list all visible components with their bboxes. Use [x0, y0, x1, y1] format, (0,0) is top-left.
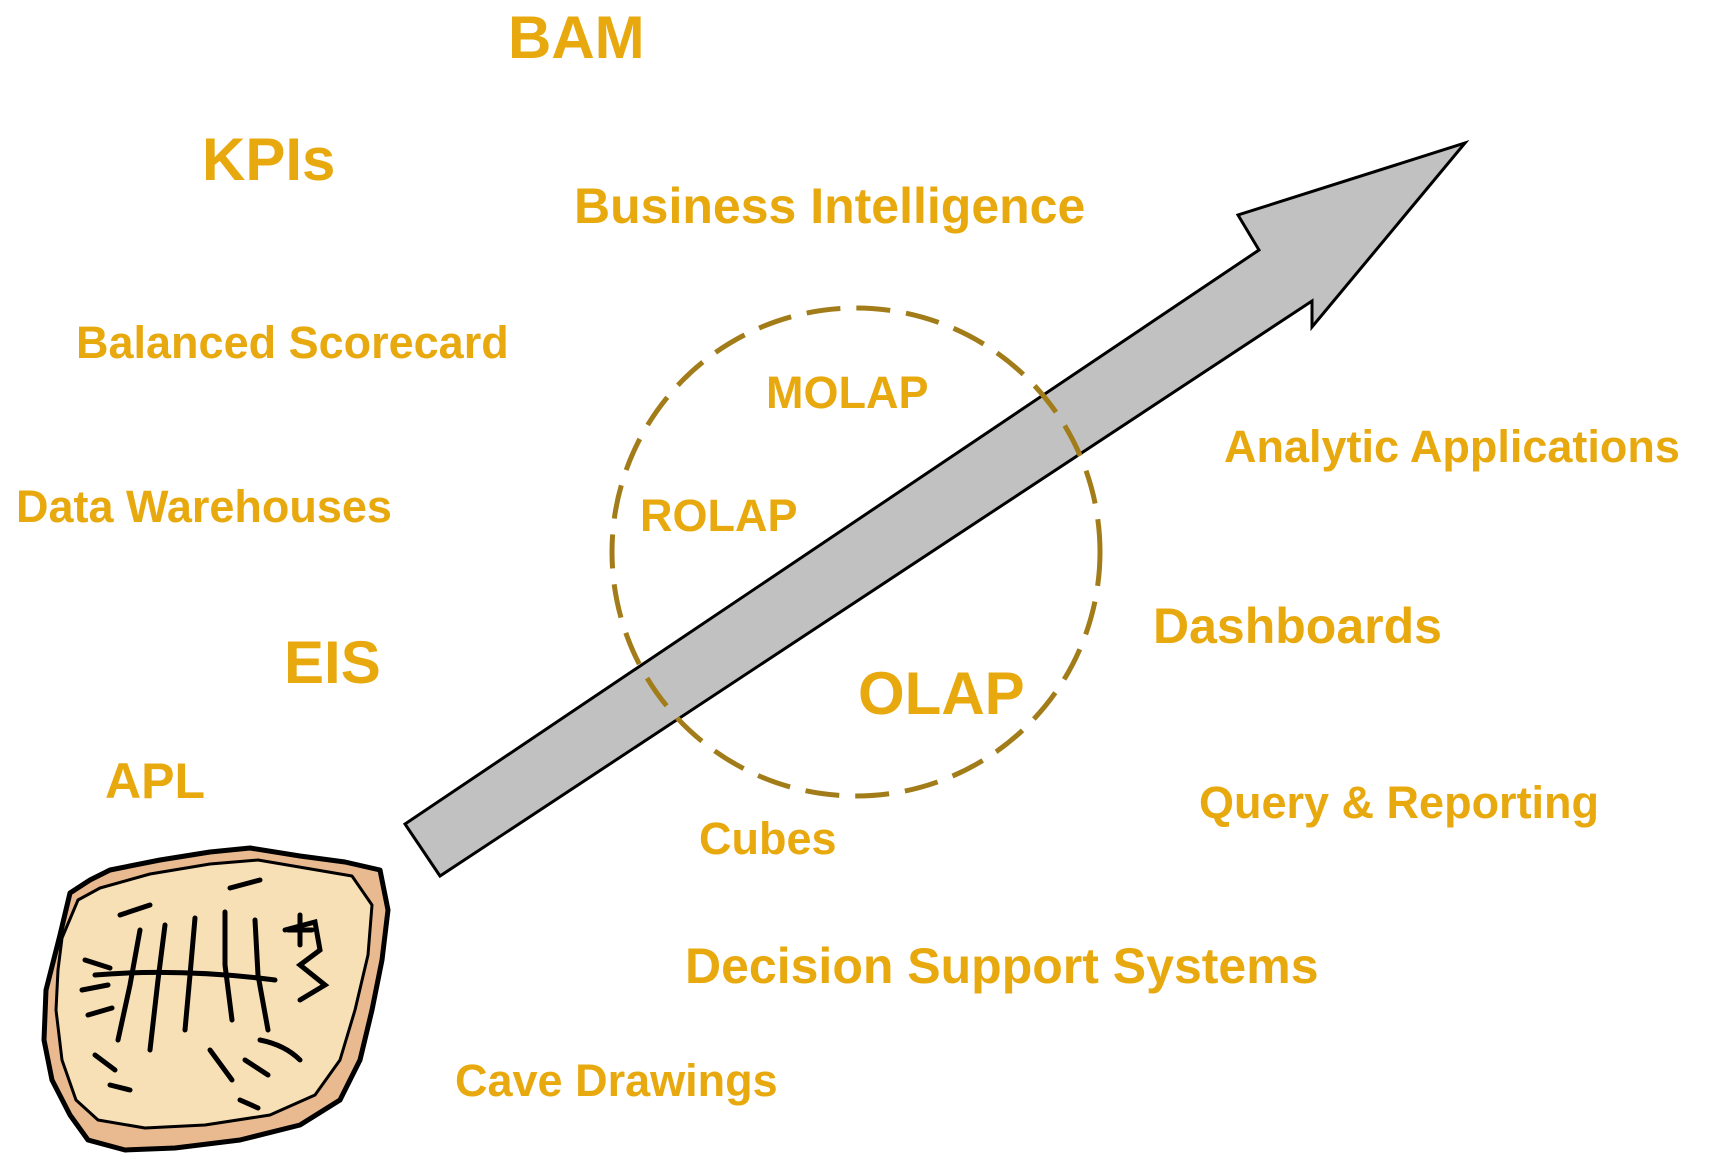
term-dashboards: Dashboards [1153, 598, 1442, 654]
term-olap: OLAP [858, 660, 1025, 727]
term-balanced-scorecard: Balanced Scorecard [76, 317, 509, 368]
term-decision-support-systems: Decision Support Systems [685, 938, 1319, 994]
term-analytic-applications: Analytic Applications [1224, 421, 1680, 472]
progress-arrow-body [402, 140, 1470, 879]
term-kpis: KPIs [202, 126, 336, 193]
term-business-intelligence: Business Intelligence [574, 178, 1086, 234]
term-bam: BAM [508, 4, 645, 71]
term-eis: EIS [284, 629, 381, 696]
term-molap: MOLAP [766, 367, 929, 418]
term-query-reporting: Query & Reporting [1199, 777, 1600, 828]
olap-dashed-circle [609, 305, 1103, 799]
term-cave-drawings: Cave Drawings [455, 1055, 778, 1106]
term-apl: APL [105, 753, 205, 809]
fossil-stone-icon [41, 845, 391, 1153]
term-cubes: Cubes [699, 813, 837, 864]
term-rolap: ROLAP [640, 490, 798, 541]
term-data-warehouses: Data Warehouses [16, 481, 392, 532]
